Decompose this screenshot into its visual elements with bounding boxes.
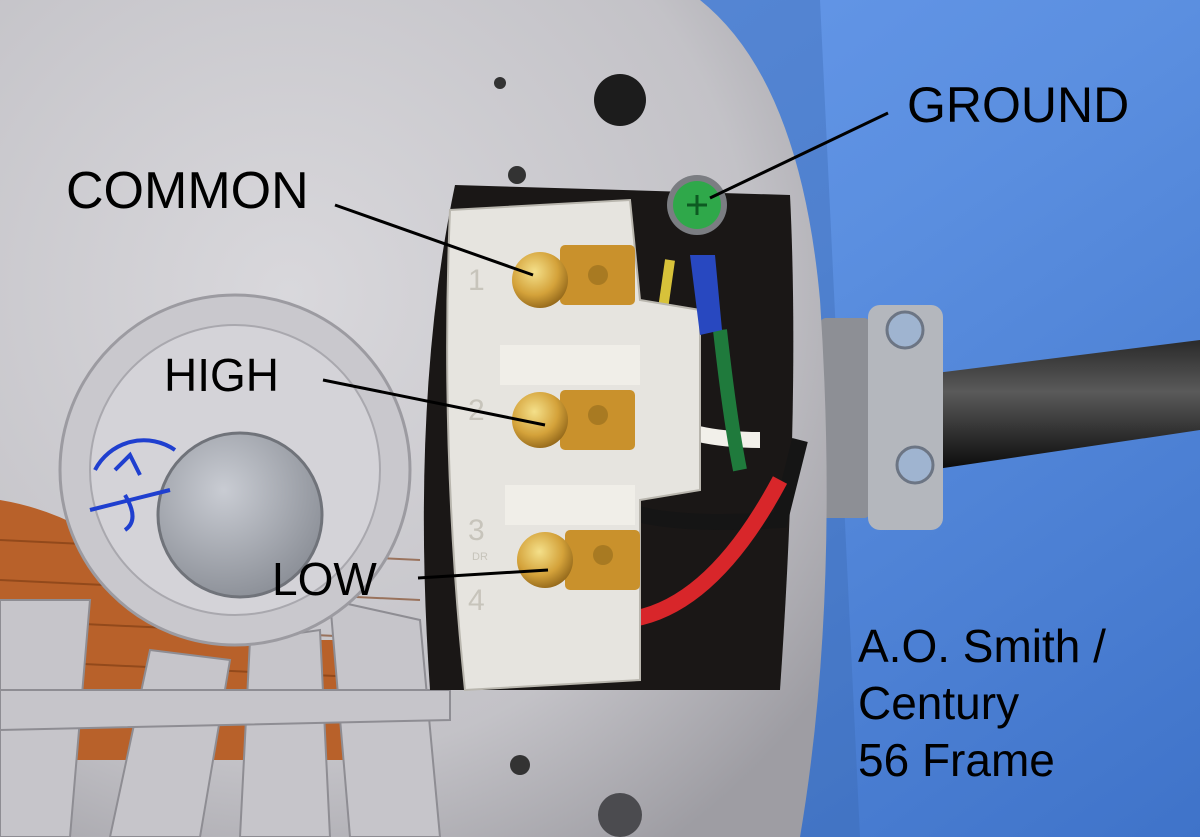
ground-screw [667, 175, 727, 335]
caption-line-3: 56 Frame [858, 734, 1055, 786]
label-low: LOW [272, 553, 377, 605]
terminal-1 [512, 245, 635, 308]
label-common: COMMON [66, 162, 309, 220]
svg-text:3: 3 [468, 514, 485, 547]
cable-clamp [820, 305, 943, 530]
leader-lines [322, 111, 889, 580]
caption-line-1: A.O. Smith / [858, 620, 1106, 672]
svg-text:1: 1 [468, 264, 485, 297]
inspection-stamp [89, 438, 177, 532]
svg-text:4: 4 [468, 584, 485, 617]
terminal-2 [512, 390, 635, 450]
svg-text:DR: DR [472, 551, 488, 563]
label-high: HIGH [164, 349, 279, 401]
terminal-4 [517, 530, 640, 590]
label-ground: GROUND [907, 77, 1130, 133]
motor-caption: A.O. Smith / Century 56 Frame [858, 618, 1106, 789]
caption-line-2: Century [858, 677, 1020, 729]
